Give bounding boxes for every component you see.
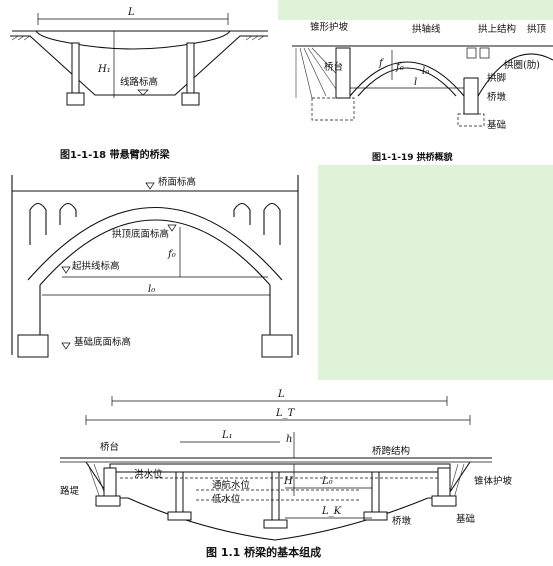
label-cone: 锥体护坡 — [474, 475, 513, 487]
span-label: L — [127, 7, 135, 18]
figure-arch-elevations: f₀ l₀ 桥面标高 拱顶底面标高 起拱线标高 基础底面标高 — [0, 165, 320, 380]
figure-1-1-18: L H₁ 线路标高 图1-1-18 带悬臂的桥梁 — [0, 0, 280, 170]
label-ring: 拱圈(肋) — [504, 59, 540, 71]
sym-lo: l₀ — [422, 66, 429, 77]
dim-LK: L_K — [321, 506, 342, 517]
green-bg-top-right — [278, 0, 553, 20]
elevation-label: 线路标高 — [120, 76, 158, 88]
foundation-elevation-label: 基础底面标高 — [74, 336, 131, 348]
label-pier: 桥墩 — [392, 515, 412, 527]
figure-1-1: L L_T L₁ h — [0, 380, 553, 566]
dim-L0: L₀ — [321, 476, 333, 487]
figure-1-1-18-drawing: L H₁ 线路标高 图1-1-18 带悬臂的桥梁 — [10, 7, 268, 161]
label-axis: 拱轴线 — [412, 23, 441, 35]
sym-f: f — [378, 58, 385, 69]
sym-l: l — [414, 77, 417, 88]
label-slope: 锥形护坡 — [310, 21, 349, 33]
dim-L1: L₁ — [221, 430, 233, 441]
label-foundation: 基础 — [487, 119, 506, 131]
label-low: 低水位 — [212, 493, 241, 505]
dim-LT: L_T — [275, 408, 296, 419]
label-abutment: 桥台 — [324, 61, 343, 73]
dim-h: h — [286, 434, 292, 445]
dim-H: H — [283, 476, 293, 487]
green-bg-right — [318, 165, 553, 380]
label-foundation: 基础 — [456, 513, 475, 525]
arch-sym-f: f₀ — [167, 249, 176, 260]
crown-elevation-label: 拱顶底面标高 — [112, 228, 169, 240]
figure-1-1-19-caption: 图1-1-19 拱桥概貌 — [372, 151, 453, 163]
figure-1-1-19: l f f₀ l₀ 锥形护坡 桥台 拱轴线 拱上结构 拱顶 拱圈(肋) 拱脚 桥… — [282, 18, 553, 168]
figure-1-1-19-drawing: l f f₀ l₀ 锥形护坡 桥台 拱轴线 拱上结构 拱顶 拱圈(肋) 拱脚 桥… — [292, 21, 553, 163]
figure-1-1-18-caption: 图1-1-18 带悬臂的桥梁 — [60, 148, 171, 161]
label-springing: 拱脚 — [487, 72, 506, 84]
label-embankment: 路堤 — [60, 485, 80, 497]
label-nav: 通航水位 — [212, 479, 251, 491]
label-crown: 拱顶 — [527, 23, 547, 35]
sym-fo: f₀ — [395, 62, 404, 73]
figure-1-1-drawing: L L_T L₁ h — [60, 389, 513, 559]
label-pier: 桥墩 — [487, 91, 507, 103]
figure-arch-elevations-drawing: f₀ l₀ 桥面标高 拱顶底面标高 起拱线标高 基础底面标高 — [11, 175, 299, 358]
springing-elevation-label: 起拱线标高 — [72, 260, 120, 272]
label-abutment: 桥台 — [100, 441, 119, 453]
label-flood: 洪水位 — [134, 468, 163, 480]
label-span-structure: 桥跨结构 — [372, 445, 410, 457]
figure-1-1-caption: 图 1.1 桥梁的基本组成 — [206, 545, 321, 559]
dim-L: L — [277, 389, 285, 400]
label-superstructure: 拱上结构 — [478, 23, 516, 35]
height-label: H₁ — [97, 64, 111, 75]
deck-elevation-label: 桥面标高 — [158, 176, 196, 188]
arch-sym-l: l₀ — [148, 284, 155, 295]
